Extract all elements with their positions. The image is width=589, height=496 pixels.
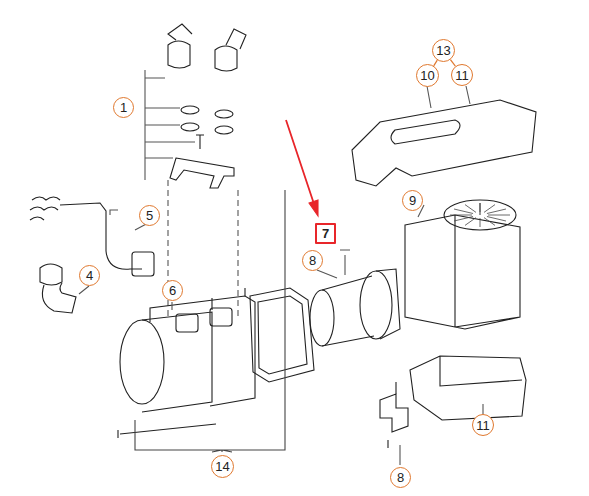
callout-circle: 8 xyxy=(390,467,411,488)
callout-circle: 13 xyxy=(432,39,455,62)
callout-number: 13 xyxy=(436,44,450,57)
callout-circle: 6 xyxy=(162,280,183,301)
callout-circle: 5 xyxy=(139,205,160,226)
callout-number: 7 xyxy=(322,227,329,240)
callout-circle: 8 xyxy=(302,250,323,271)
callout-connector xyxy=(434,60,438,66)
callout-circle: 9 xyxy=(402,190,423,211)
callout-circle: 11 xyxy=(451,64,473,86)
callout-circle: 10 xyxy=(416,64,439,87)
callout-number: 4 xyxy=(86,269,93,282)
callout-circle: 4 xyxy=(79,265,100,286)
callout-number: 8 xyxy=(309,254,316,267)
callout-circle: 11 xyxy=(472,414,494,436)
callout-number: 11 xyxy=(476,419,490,432)
callout-number: 14 xyxy=(215,460,229,473)
callout-number: 8 xyxy=(397,471,404,484)
callout-circle: 14 xyxy=(211,455,234,478)
callout-number: 11 xyxy=(455,69,469,82)
callout-number: 6 xyxy=(169,284,176,297)
callout-circle: 1 xyxy=(113,97,134,118)
callout-number: 1 xyxy=(120,101,127,114)
callout-number: 5 xyxy=(146,209,153,222)
callout-number: 10 xyxy=(420,69,434,82)
highlight-box: 7 xyxy=(315,223,336,244)
callout-number: 9 xyxy=(409,194,416,207)
